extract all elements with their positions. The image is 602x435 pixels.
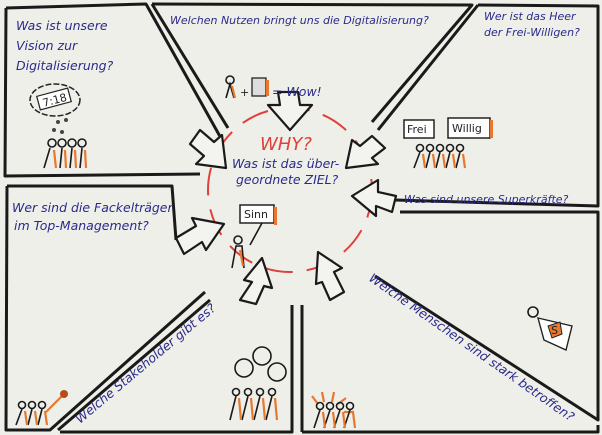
nutzen-question: Welchen Nutzen bringt uns die Digitalisi… [170, 14, 429, 27]
center-question-line1: Was ist das über- [232, 156, 340, 171]
people-group-icon [43, 138, 88, 169]
arrow-top [266, 90, 314, 132]
svg-text:+: + [240, 86, 249, 99]
superhero-icon: S [527, 306, 573, 351]
thought-cloud-icon: 7:18 [29, 83, 81, 134]
torch-bearers-icon [15, 390, 68, 426]
panel-borders [3, 2, 600, 434]
center-circle [207, 107, 373, 273]
cloud-label: 7:18 [41, 91, 68, 110]
person-with-sign-icon [231, 222, 263, 269]
stakeholder-question: Welche Stakeholder gibt es? [72, 300, 218, 426]
arrow-top-left [188, 128, 228, 170]
center-question-line2: geordnete ZIEL? [236, 172, 339, 187]
arrow-right [350, 178, 398, 218]
vision-question-line1: Was ist unsere [16, 18, 108, 33]
arrow-bottom-left [238, 256, 274, 306]
willig-sign: Willig [452, 122, 482, 135]
wow-equation: = Wow! [272, 84, 322, 99]
fackeltraeger-question-line1: Wer sind die Fackelträger [12, 200, 173, 215]
sinn-sign: Sinn [244, 208, 268, 221]
affected-people-icon [311, 391, 357, 429]
superhero-badge: S [551, 324, 558, 337]
arrow-left [174, 216, 226, 256]
arrows [174, 90, 398, 306]
freiwillige-question-line1: Wer ist das Heer [484, 10, 577, 23]
superkraefte-question: Was sind unsere Superkräfte? [404, 193, 569, 206]
person-plus-laptop-icon: + [225, 75, 269, 99]
betroffen-question: Welche Menschen sind stark betroffen? [366, 270, 577, 424]
freiwillige-question-line2: der Frei-Willigen? [484, 26, 580, 39]
vision-question-line3: Digitalisierung? [16, 58, 114, 73]
frei-sign: Frei [407, 123, 427, 136]
vision-question-line2: Vision zur [16, 38, 78, 53]
center-title: WHY? [260, 134, 312, 155]
arrow-bottom-right [314, 250, 346, 302]
stakeholders-faces-icon [229, 346, 287, 421]
arrow-top-right [344, 134, 387, 170]
fackeltraeger-question-line2: im Top-Management? [14, 218, 149, 233]
volunteers-group-icon [413, 143, 467, 169]
